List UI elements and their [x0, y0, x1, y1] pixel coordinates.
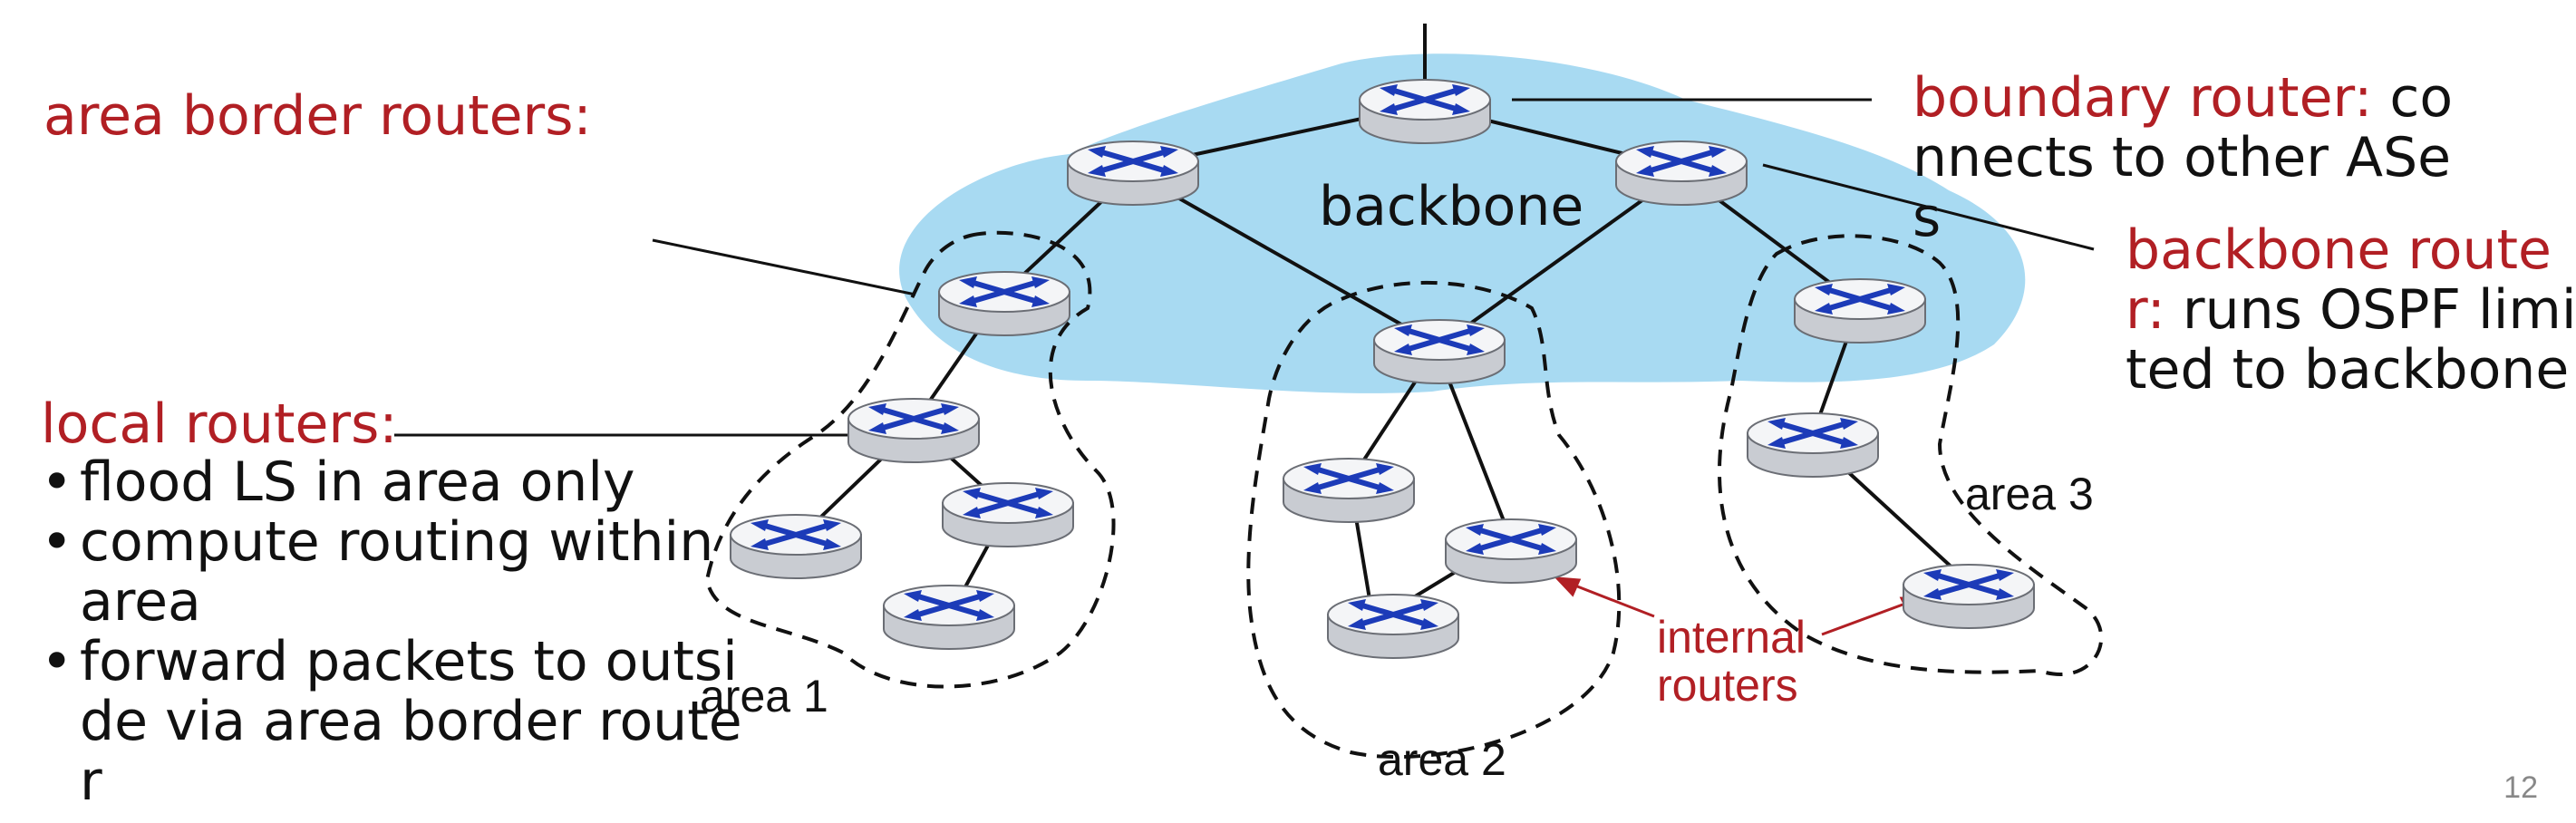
- area2-outline: [1246, 280, 1622, 759]
- backbone-router-left: [1068, 141, 1198, 205]
- area3-router-2: [1903, 565, 2034, 628]
- backbone-router-label-line2: r: runs OSPF limi: [2126, 278, 2576, 342]
- bullet-mark-1: •: [41, 450, 73, 514]
- callout-lines: [394, 98, 2095, 437]
- area3-router-1: [1748, 413, 1878, 477]
- backbone-router-label-line3: ted to backbone: [2126, 338, 2569, 402]
- bullet3-line2: de via area border route: [80, 690, 742, 753]
- boundary-router: [1360, 80, 1490, 143]
- boundary-router-desc-line3: s: [1913, 186, 1941, 249]
- area1-router-1: [731, 515, 861, 578]
- page-number: 12: [2503, 770, 2538, 805]
- area1-router-2: [943, 483, 1073, 547]
- area3-outline: [1718, 234, 2104, 676]
- area2-label: area 2: [1378, 734, 1506, 785]
- area3-border-router: [1795, 279, 1925, 343]
- area2-border-router: [1374, 320, 1505, 383]
- area2-router-2: [1446, 519, 1576, 583]
- boundary-router-label: boundary router: co: [1913, 66, 2453, 130]
- bullet3-line3: r: [80, 750, 102, 813]
- area2-router-3: [1328, 595, 1458, 658]
- internal-routers-label-line2: routers: [1657, 660, 1798, 711]
- bullet1-text: flood LS in area only: [80, 450, 635, 514]
- area3-label: area 3: [1965, 469, 2094, 519]
- bullet-mark-2: •: [41, 510, 73, 574]
- internal-routers-label-line1: internal: [1657, 612, 1806, 663]
- area1-local-router: [848, 399, 979, 462]
- local-routers-title: local routers:: [41, 392, 398, 456]
- backbone-label: backbone: [1319, 175, 1583, 238]
- bullet2-line2: area: [80, 570, 201, 634]
- area-border-routers-label: area border routers:: [44, 84, 592, 148]
- bullet2-line1: compute routing within: [80, 510, 713, 574]
- local-routers-bullets: • flood LS in area only • compute routin…: [41, 450, 742, 813]
- area1-border-router: [939, 272, 1070, 335]
- backbone-router-right: [1616, 141, 1747, 205]
- area2-router-1: [1283, 459, 1414, 522]
- bullet-mark-3: •: [41, 630, 73, 693]
- area1-label: area 1: [700, 671, 828, 721]
- area1-router-3: [884, 586, 1014, 649]
- bullet3-line1: forward packets to outsi: [80, 630, 738, 693]
- backbone-cloud: [899, 53, 2026, 393]
- boundary-router-desc-line2: nnects to other ASe: [1913, 126, 2451, 189]
- backbone-router-label-line1: backbone route: [2126, 218, 2552, 282]
